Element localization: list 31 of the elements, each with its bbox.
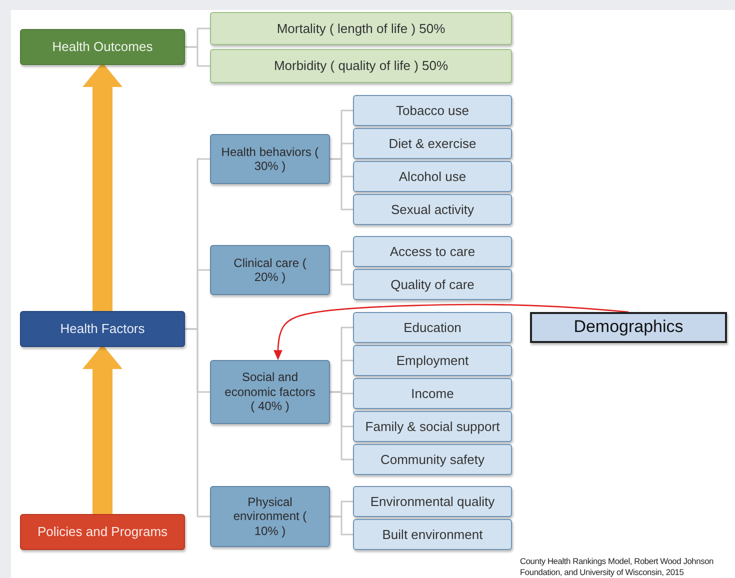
bracket-line bbox=[330, 516, 353, 536]
factor-item-box: Sexual activity bbox=[353, 194, 512, 225]
outcome-box: Health Outcomes bbox=[20, 29, 185, 65]
bracket-line bbox=[330, 269, 353, 286]
category-box: Social and economic factors ( 40% ) bbox=[210, 360, 330, 424]
factor-item-box: Education bbox=[353, 312, 512, 343]
factor-item-box: Community safety bbox=[353, 444, 512, 475]
category-box: Health behaviors ( 30% ) bbox=[210, 134, 330, 184]
bracket-line bbox=[330, 158, 353, 210]
factor-item-box: Morbidity ( quality of life ) 50% bbox=[210, 49, 512, 83]
source-caption: County Health Rankings Model, Robert Wood Johnson Foundation, and University of Wisconsin, 2015 bbox=[520, 556, 714, 578]
policy-box: Policies and Programs bbox=[20, 514, 185, 550]
bracket-line bbox=[185, 46, 210, 67]
factor-item-box: Mortality ( length of life ) 50% bbox=[210, 12, 512, 45]
factor-item-box: Employment bbox=[353, 345, 512, 376]
block-arrow bbox=[82, 62, 122, 311]
factor-item-box: Family & social support bbox=[353, 411, 512, 442]
factor-item-box: Built environment bbox=[353, 519, 512, 550]
category-box: Physical environment ( 10% ) bbox=[210, 486, 330, 547]
factor-item-box: Tobacco use bbox=[353, 95, 512, 126]
curved-arrow bbox=[274, 304, 629, 360]
category-box: Clinical care ( 20% ) bbox=[210, 245, 330, 295]
factor-item-box: Income bbox=[353, 378, 512, 409]
demographics-box: Demographics bbox=[530, 312, 727, 343]
factor-box: Health Factors bbox=[20, 311, 185, 347]
factor-item-box: Alcohol use bbox=[353, 161, 512, 192]
block-arrow bbox=[82, 344, 122, 514]
factor-item-box: Diet & exercise bbox=[353, 128, 512, 159]
factor-item-box: Access to care bbox=[353, 236, 512, 267]
factor-item-box: Environmental quality bbox=[353, 486, 512, 517]
factor-item-box: Quality of care bbox=[353, 269, 512, 300]
